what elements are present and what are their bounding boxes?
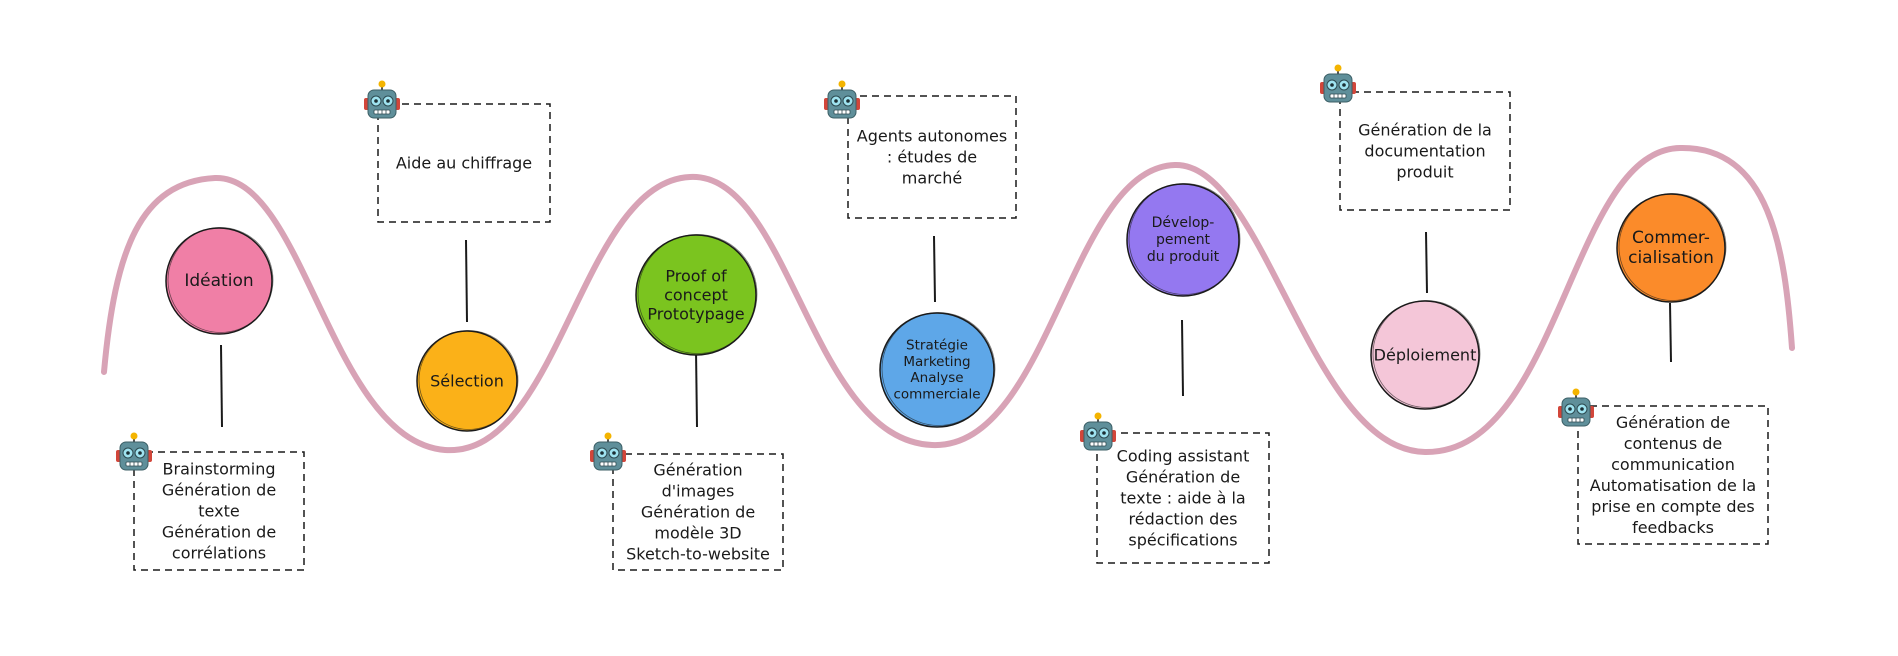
stage-circle-sketch [1372,300,1481,408]
ai-box-line: texte [198,502,239,521]
robot-icon [1080,412,1116,451]
ai-box-line: Aide au chiffrage [396,154,532,173]
ai-box-line: Coding assistant [1117,447,1250,466]
connector-line-selection [465,239,468,323]
ai-box-border [133,451,305,571]
ai-box-strategie-ai: Agents autonomes : études de marché [824,80,1017,219]
ai-box-line: texte : aide à la [1120,489,1245,508]
connector-line-deploiement [1425,231,1428,294]
stage-circle-sketch [418,330,519,430]
stage-circle [416,330,518,432]
stage-circle [165,227,273,335]
connector-line-commercialisation [1669,302,1672,363]
connector-line-ideation [220,344,223,428]
ai-box-border [847,95,1017,219]
ai-box-line: modèle 3D [654,524,741,543]
ai-box-border [377,103,551,223]
ai-box-border [1339,91,1511,211]
ai-box-line: prise en compte des [1591,497,1754,516]
stage-label: Commer- [1632,228,1710,248]
stage-circle [879,312,995,428]
ai-box-line: Génération de [1126,468,1240,487]
ai-box-line: marché [902,169,962,188]
ai-box-line: Génération de [641,503,755,522]
robot-icon [364,80,400,119]
ai-box-line: Génération de la [1358,121,1492,140]
stage-label: Prototypage [647,305,744,324]
stage-label: Dévelop- [1152,215,1215,231]
ai-box-line: Génération [653,461,742,480]
stage-circle [1126,183,1240,297]
connector-line-strategie [933,235,936,303]
stage-label: Sélection [430,372,504,391]
ai-box-border [612,453,784,571]
ai-box-selection-ai: Aide au chiffrage [364,80,551,223]
stage-ideation: Idéation [165,227,274,335]
ai-box-line: Brainstorming [163,460,276,479]
robot-icon [116,432,152,471]
stage-circle-sketch [1618,193,1727,301]
ai-box-line: feedbacks [1632,518,1714,537]
stage-circle [1616,193,1726,303]
stage-label: Proof of [665,266,727,285]
robot-icon [1558,388,1594,427]
ai-box-line: Sketch-to-website [626,545,770,564]
stage-deploiement: Déploiement [1370,300,1481,410]
ai-box-line: Automatisation de la [1590,476,1756,495]
ai-box-line: Agents autonomes [857,127,1007,146]
connectors-layer [220,231,1672,428]
ai-box-line: documentation [1364,142,1485,161]
stage-label: Marketing [903,354,970,370]
ai-box-line: d'images [662,482,735,501]
ai-box-border [1577,405,1769,545]
stage-circle-sketch [1128,183,1241,295]
stage-label: concept [664,286,728,305]
robot-icon [1320,64,1356,103]
roadmap-path [101,144,1795,456]
stage-label: commerciale [893,386,980,402]
stage-circle-sketch [637,234,758,354]
ai-box-line: spécifications [1128,531,1237,550]
connector-line-developpement [1181,319,1184,397]
stage-label: Stratégie [906,338,968,354]
stage-circle [1370,300,1480,410]
ai-box-line: rédaction des [1129,510,1238,529]
stage-label: Analyse [910,370,963,386]
ai-box-border [1096,432,1270,564]
stage-circle-sketch [167,227,274,333]
stage-commercialisation: Commer-cialisation [1616,193,1727,303]
ai-box-line: contenus de [1624,434,1723,453]
stage-label: du produit [1147,249,1220,265]
stage-circle [635,234,757,356]
ai-box-line: communication [1611,455,1735,474]
ai-box-commercialisation-ai: Génération de contenus de communicationAut… [1558,388,1769,545]
robot-icon [824,80,860,119]
stage-label: pement [1156,232,1211,248]
stage-selection: Sélection [416,330,519,432]
stage-label: Déploiement [1374,346,1477,365]
ai-box-line: : études de [887,148,977,167]
stage-label: Idéation [184,271,253,291]
stage-label: cialisation [1628,248,1714,268]
ai-box-line: Génération de [162,481,276,500]
robot-icon [590,432,626,471]
ai-box-line: produit [1396,163,1453,182]
ai-box-line: Génération de [162,523,276,542]
ai-box-line: Génération de [1616,413,1730,432]
stage-circle-sketch [881,312,996,426]
ai-box-deploiement-ai: Génération de la documentation produit [1320,64,1511,211]
connector-line-poc [695,349,698,428]
ai-box-line: corrélations [172,544,266,563]
